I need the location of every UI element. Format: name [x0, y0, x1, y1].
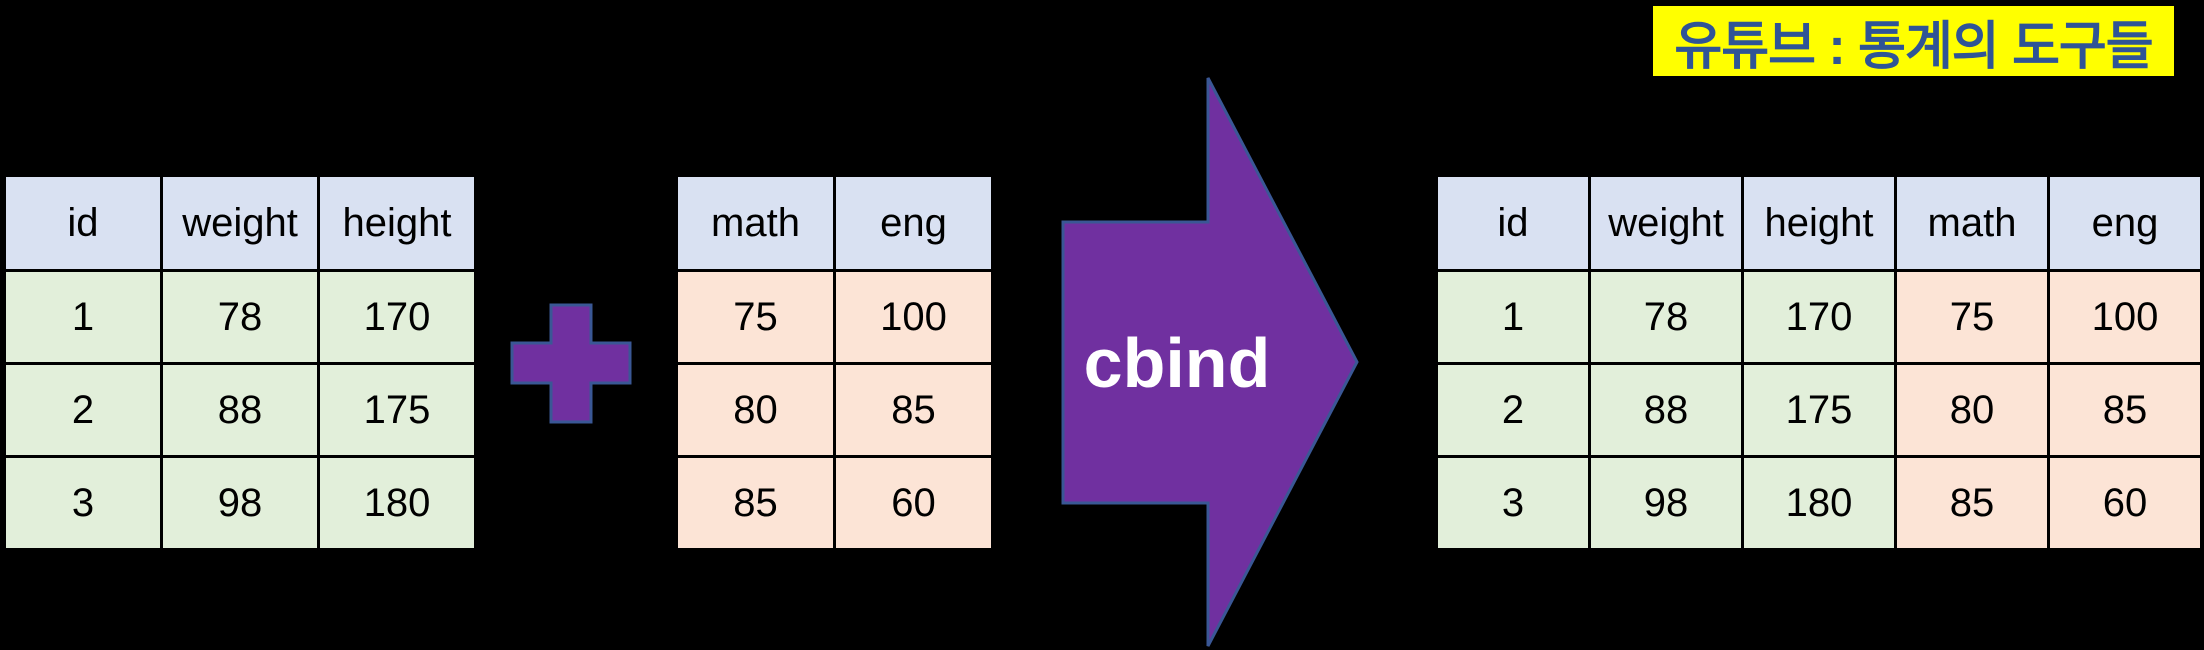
table-row: 1 78 170 75 100	[1435, 269, 2203, 365]
table-cell: 170	[1741, 269, 1897, 365]
table-row: 85 60	[675, 455, 994, 551]
weight-height-table: id weight height 1 78 170 2 88 175 3 98 …	[3, 174, 477, 551]
table-cell: 3	[1435, 455, 1591, 551]
table-row: 1 78 170	[3, 269, 477, 365]
channel-title: 유튜브 : 통계의 도구들	[1674, 17, 2153, 76]
scores-table: math eng 75 100 80 85 85 60	[675, 174, 994, 551]
column-header: eng	[833, 174, 994, 272]
table-cell: 175	[317, 362, 477, 458]
table-cell: 60	[2047, 455, 2203, 551]
column-header: height	[1741, 174, 1897, 272]
table-cell: 1	[1435, 269, 1591, 365]
table-cell: 98	[160, 455, 320, 551]
cbind-label: cbind	[1083, 324, 1271, 402]
column-header: math	[675, 174, 836, 272]
table-cell: 78	[160, 269, 320, 365]
cbind-arrow	[1061, 77, 1359, 647]
table-cell: 80	[1894, 362, 2050, 458]
table-row: 3 98 180 85 60	[1435, 455, 2203, 551]
column-header: eng	[2047, 174, 2203, 272]
table-row: 2 88 175	[3, 362, 477, 458]
table-cell: 85	[675, 455, 836, 551]
table-cell: 78	[1588, 269, 1744, 365]
table-header-row: math eng	[675, 174, 994, 272]
table-cell: 170	[317, 269, 477, 365]
table-cell: 100	[2047, 269, 2203, 365]
table-cell: 85	[1894, 455, 2050, 551]
column-header: id	[3, 174, 163, 272]
table-cell: 175	[1741, 362, 1897, 458]
combined-table: id weight height math eng 1 78 170 75 10…	[1435, 174, 2203, 551]
table-cell: 80	[675, 362, 836, 458]
plus-icon	[510, 303, 632, 424]
table-cell: 85	[833, 362, 994, 458]
table-cell: 88	[160, 362, 320, 458]
table-cell: 98	[1588, 455, 1744, 551]
table-header-row: id weight height	[3, 174, 477, 272]
table-row: 80 85	[675, 362, 994, 458]
table-cell: 75	[1894, 269, 2050, 365]
table-cell: 180	[317, 455, 477, 551]
table-cell: 100	[833, 269, 994, 365]
column-header: weight	[1588, 174, 1744, 272]
table-cell: 2	[1435, 362, 1591, 458]
table-header-row: id weight height math eng	[1435, 174, 2203, 272]
column-header: id	[1435, 174, 1591, 272]
column-header: math	[1894, 174, 2050, 272]
table-cell: 85	[2047, 362, 2203, 458]
column-header: weight	[160, 174, 320, 272]
column-header: height	[317, 174, 477, 272]
table-cell: 180	[1741, 455, 1897, 551]
table-cell: 1	[3, 269, 163, 365]
table-cell: 75	[675, 269, 836, 365]
table-row: 75 100	[675, 269, 994, 365]
table-cell: 60	[833, 455, 994, 551]
table-cell: 88	[1588, 362, 1744, 458]
table-cell: 3	[3, 455, 163, 551]
table-cell: 2	[3, 362, 163, 458]
table-row: 3 98 180	[3, 455, 477, 551]
table-row: 2 88 175 80 85	[1435, 362, 2203, 458]
channel-banner: 유튜브 : 통계의 도구들	[1653, 6, 2174, 76]
